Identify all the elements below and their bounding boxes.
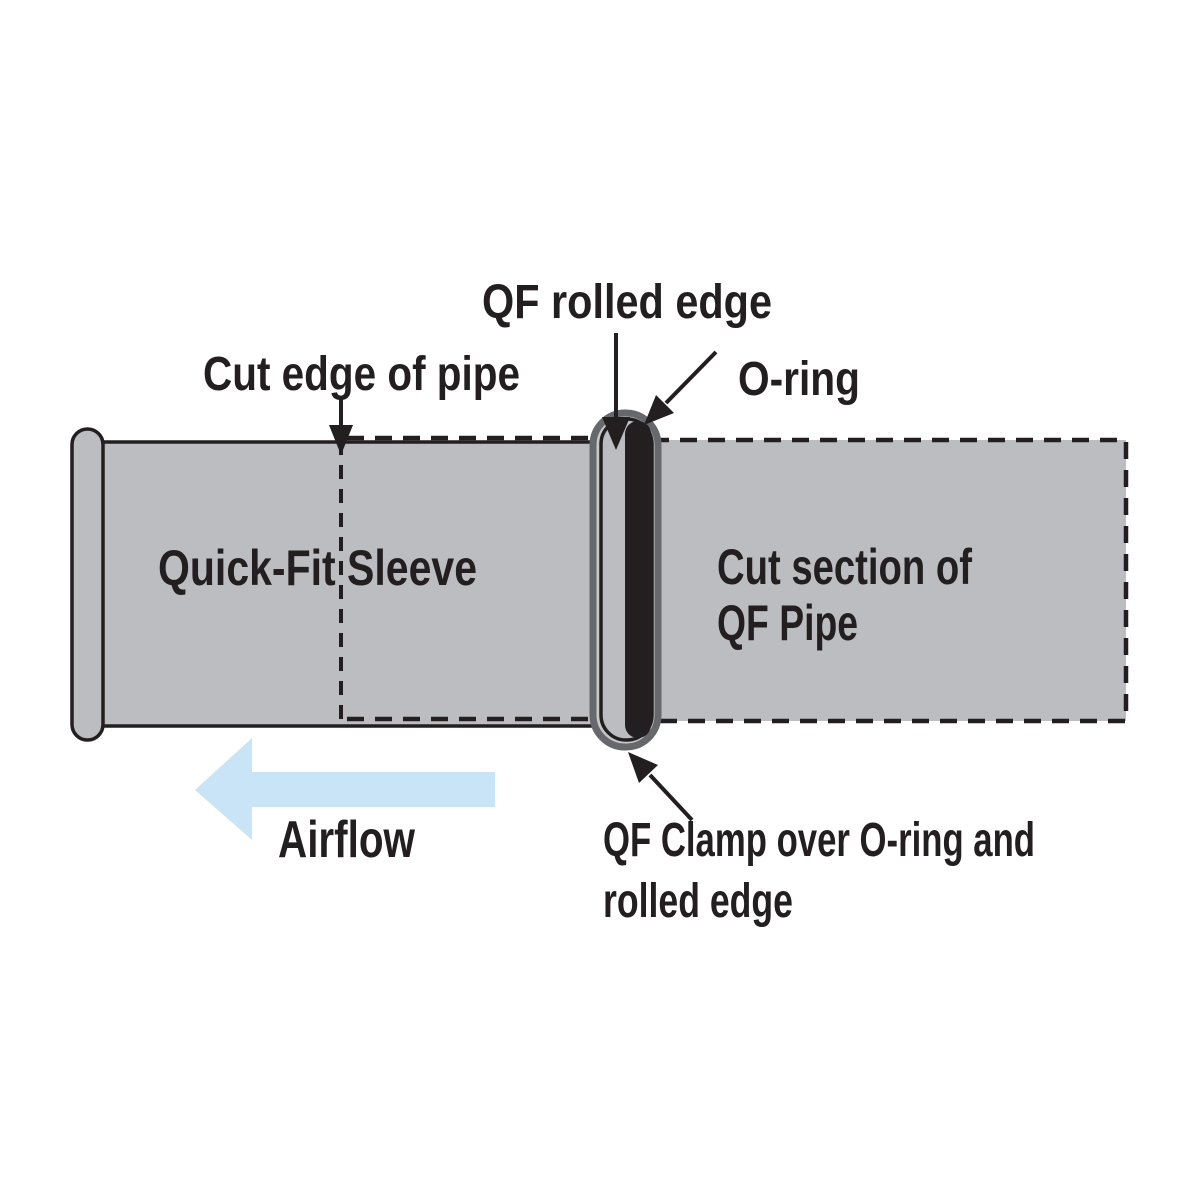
sleeve-end-cap — [70, 427, 105, 742]
label-quick-fit-sleeve: Quick-Fit Sleeve — [158, 540, 477, 596]
label-o-ring: O-ring — [738, 353, 860, 406]
o-ring-shape — [625, 421, 651, 738]
label-qf-clamp-line1: QF Clamp over O-ring and — [603, 814, 1035, 867]
rolled-edge-arrow — [602, 333, 630, 450]
clamp-arrow — [628, 752, 694, 822]
cut-edge-arrow — [329, 398, 353, 455]
airflow-arrow — [195, 738, 495, 840]
cut-pipe-section — [649, 437, 1129, 724]
label-qf-clamp-line2: rolled edge — [603, 875, 793, 928]
label-cut-section-line1: Cut section of — [717, 539, 972, 595]
label-cut-edge-of-pipe: Cut edge of pipe — [203, 348, 520, 401]
label-cut-section-line2: QF Pipe — [717, 595, 858, 651]
label-airflow: Airflow — [278, 811, 415, 869]
label-qf-rolled-edge: QF rolled edge — [482, 276, 772, 329]
o-ring-arrow — [644, 350, 718, 425]
